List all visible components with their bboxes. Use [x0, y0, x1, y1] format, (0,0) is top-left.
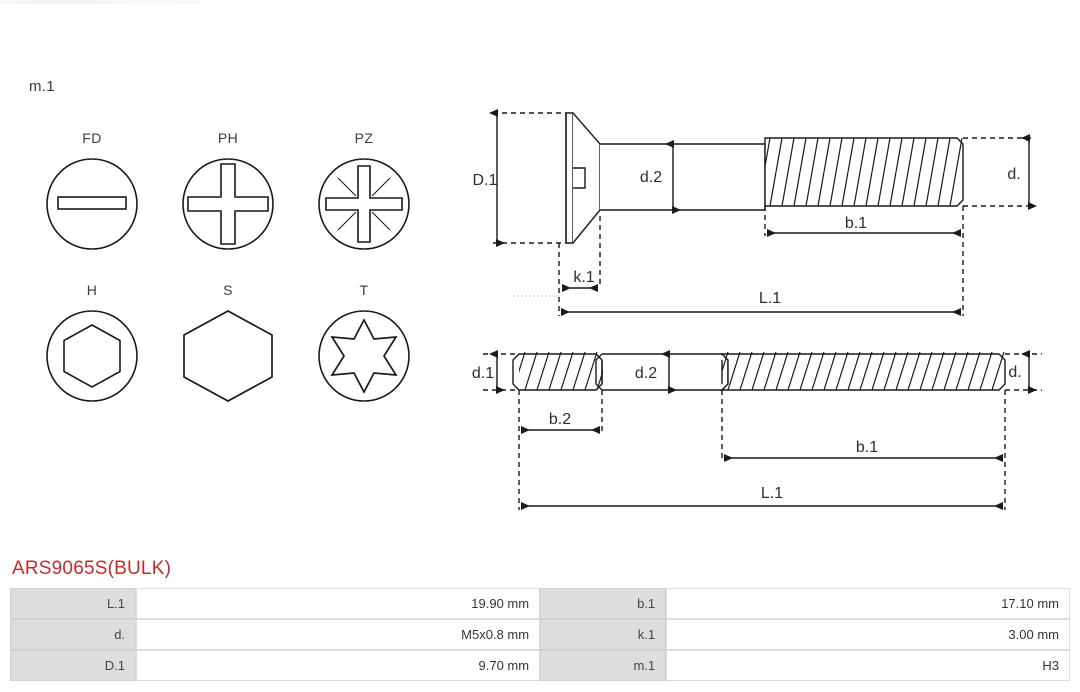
phillips-drive-icon	[160, 154, 296, 254]
spec-value: M5x0.8 mm	[136, 619, 541, 650]
dim-label-d2-bottom: d.2	[635, 365, 657, 382]
dim-label-L1-bottom: L.1	[761, 485, 783, 502]
dim-label-b1-bottom: b.1	[856, 439, 878, 456]
top-edge-artifact	[0, 0, 200, 4]
table-row: L.1 19.90 mm b.1 17.10 mm	[10, 588, 1070, 619]
dim-label-b1-top: b.1	[845, 215, 867, 232]
hex-socket-drive-icon	[24, 306, 160, 406]
table-row: D.1 9.70 mm m.1 H3	[10, 650, 1070, 681]
drive-type-label: PH	[217, 130, 239, 146]
drive-types-grid: FD PH PZ	[24, 130, 434, 406]
dim-label-d2-top: d.2	[640, 169, 662, 186]
spec-value: 17.10 mm	[666, 588, 1070, 619]
drive-types-row-1: FD PH PZ	[24, 130, 434, 254]
drive-type-pz: PZ	[296, 130, 432, 254]
pozidriv-drive-icon	[296, 154, 432, 254]
spec-key: L.1	[10, 588, 137, 619]
spec-key: m.1	[540, 650, 667, 681]
drive-types-caption: m.1	[29, 78, 55, 95]
spec-value: 19.90 mm	[136, 588, 541, 619]
drive-type-label: S	[223, 282, 233, 298]
drive-type-label: H	[86, 282, 98, 298]
drive-type-label: PZ	[354, 130, 374, 146]
dim-label-k1: k.1	[573, 269, 594, 286]
dim-label-d-top: d.	[1007, 166, 1020, 183]
drive-type-label: FD	[82, 130, 102, 146]
table-row: d. M5x0.8 mm k.1 3.00 mm	[10, 619, 1070, 650]
part-number-title: ARS9065S(BULK)	[12, 558, 172, 579]
spec-value: 9.70 mm	[136, 650, 541, 681]
drive-types-row-2: H S T	[24, 282, 434, 406]
drive-type-ph: PH	[160, 130, 296, 254]
drive-type-s: S	[160, 282, 296, 406]
slotted-drive-icon	[24, 154, 160, 254]
spec-value: 3.00 mm	[666, 619, 1070, 650]
dim-label-b2: b.2	[549, 411, 571, 428]
spec-key: d.	[10, 619, 137, 650]
specification-table: L.1 19.90 mm b.1 17.10 mm d. M5x0.8 mm k…	[10, 588, 1070, 681]
technical-drawings: D.1 d.2 d. b.1 k.1 L.1 d.1 d.2 d. b.2 b.…	[0, 20, 1080, 530]
torx-drive-icon	[296, 306, 432, 406]
spec-key: k.1	[540, 619, 667, 650]
drive-type-t: T	[296, 282, 432, 406]
hex-head-drive-icon	[160, 306, 296, 406]
drive-type-fd: FD	[24, 130, 160, 254]
spec-key: b.1	[540, 588, 667, 619]
spec-value: H3	[666, 650, 1070, 681]
spec-key: D.1	[10, 650, 137, 681]
dim-label-D1: D.1	[473, 172, 498, 189]
dim-label-d1-bottom: d.1	[472, 365, 494, 382]
dim-label-L1-top: L.1	[759, 290, 781, 307]
dim-label-d-bottom: d.	[1008, 364, 1021, 381]
drive-type-label: T	[359, 282, 369, 298]
drive-type-h: H	[24, 282, 160, 406]
